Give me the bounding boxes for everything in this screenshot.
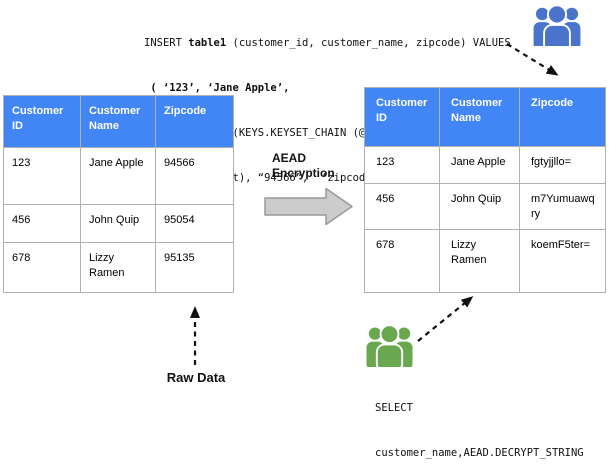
column-header-customer-name: Customer Name <box>439 87 520 147</box>
column-header-customer-id: Customer ID <box>364 87 440 147</box>
column-header-customer-name: Customer Name <box>80 95 156 148</box>
dashed-arrow-raw-data <box>190 306 200 365</box>
code-line: customer_name,AEAD.DECRYPT_STRING <box>375 447 584 459</box>
table-header-row: Customer ID Customer Name Zipcode <box>3 95 234 148</box>
code-line: INSERT table1 (customer_id, customer_nam… <box>144 37 511 49</box>
table-cell: 678 <box>3 242 81 293</box>
table-row: 456 John Quip m7Yumuawqry <box>364 183 606 230</box>
table-cell: Jane Apple <box>439 146 520 184</box>
table-cell: Lizzy Ramen <box>80 242 156 293</box>
table-cell-encrypted-zipcode: koemF5ter= <box>519 229 606 293</box>
column-header-zipcode: Zipcode <box>155 95 234 148</box>
aead-encryption-label: AEAD Encryption <box>272 151 335 180</box>
table-header-row: Customer ID Customer Name Zipcode <box>364 87 606 147</box>
column-header-customer-id: Customer ID <box>3 95 81 148</box>
encrypted-data-table: Customer ID Customer Name Zipcode 123 Ja… <box>364 87 606 293</box>
people-group-green-icon <box>366 324 413 367</box>
table-row: 456 John Quip 95054 <box>3 204 234 243</box>
table-cell: 95135 <box>155 242 234 293</box>
table-cell: 123 <box>364 146 440 184</box>
aead-encryption-block-arrow <box>264 187 353 226</box>
table-cell: 123 <box>3 147 81 205</box>
table-cell-encrypted-zipcode: fgtyjjllo= <box>519 146 606 184</box>
table-cell: 456 <box>3 204 81 243</box>
table-cell: Lizzy Ramen <box>439 229 520 293</box>
code-line: ( ‘123’, ‘Jane Apple’, <box>144 82 290 94</box>
dashed-arrow-insert-to-table <box>506 43 559 76</box>
table-cell: John Quip <box>80 204 156 243</box>
table-cell: 678 <box>364 229 440 293</box>
column-header-zipcode: Zipcode <box>519 87 606 147</box>
table-row: 678 Lizzy Ramen 95135 <box>3 242 234 293</box>
table-cell: 456 <box>364 183 440 230</box>
code-line: SELECT <box>375 402 413 414</box>
table-cell: 94566 <box>155 147 234 205</box>
raw-data-label: Raw Data <box>166 370 226 385</box>
dashed-arrow-select-to-table <box>417 296 474 342</box>
table-row: 123 Jane Apple fgtyjjllo= <box>364 146 606 184</box>
select-sql-code: SELECT customer_name,AEAD.DECRYPT_STRING… <box>375 371 584 469</box>
table-cell: John Quip <box>439 183 520 230</box>
table-row: 678 Lizzy Ramen koemF5ter= <box>364 229 606 293</box>
raw-data-table: Customer ID Customer Name Zipcode 123 Ja… <box>3 95 234 293</box>
table-row: 123 Jane Apple 94566 <box>3 147 234 205</box>
table-cell: Jane Apple <box>80 147 156 205</box>
people-group-blue-icon <box>533 4 581 46</box>
table-cell: 95054 <box>155 204 234 243</box>
table-cell-encrypted-zipcode: m7Yumuawqry <box>519 183 606 230</box>
